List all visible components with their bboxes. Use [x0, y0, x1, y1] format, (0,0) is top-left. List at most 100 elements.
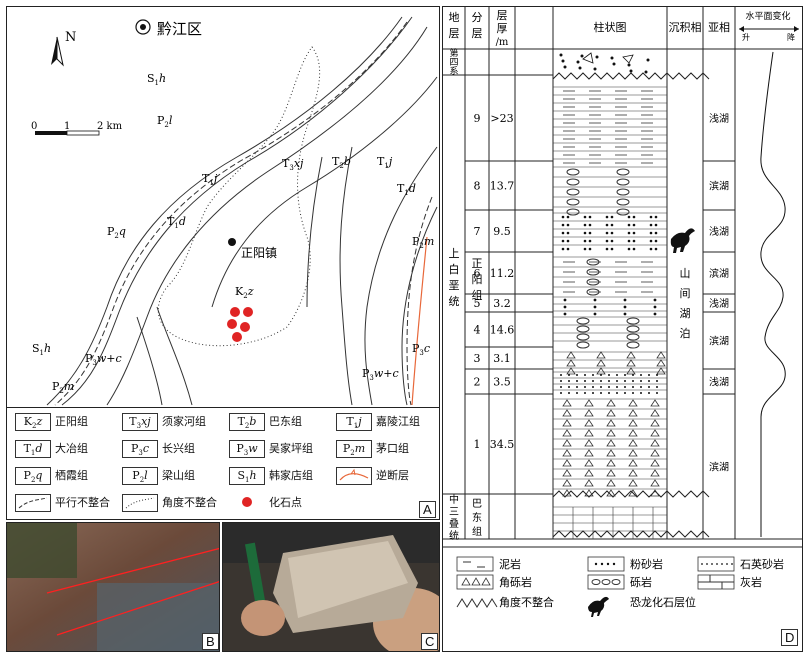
lithology-legend-item [697, 574, 735, 590]
legend-symbol [336, 467, 372, 485]
angular-unconformity-line [552, 530, 710, 538]
panel-label-a: A [419, 501, 436, 518]
gravel-dot [580, 54, 584, 58]
gravel-dot [559, 53, 563, 57]
gravel-dot [627, 63, 631, 67]
layer-thickness: >23 [490, 112, 513, 125]
gravel-dot [561, 59, 565, 63]
boundary-line [306, 156, 323, 308]
layer-thickness: 3.5 [493, 376, 511, 389]
gravel-dot [563, 65, 567, 69]
lithology-legend-label: 粉砂岩 [630, 557, 663, 571]
scale-label-0: 0 [31, 121, 37, 132]
middle-triassic-label: 中 [449, 493, 459, 506]
panel-b-photo: B [6, 522, 220, 652]
gravel-dot [646, 58, 650, 62]
subfacies-label: 浅湖 [709, 112, 729, 125]
map-formation-label: P2m [52, 380, 74, 395]
layer-thickness: 3.2 [493, 297, 511, 310]
badong-label: 巴 [472, 498, 482, 510]
map-formation-label: P2q [107, 225, 126, 240]
subfacies-label: 滨湖 [709, 461, 729, 474]
boundary-line [156, 306, 193, 406]
thrust-fault-line [411, 236, 428, 406]
layer-thickness: 3.1 [493, 352, 511, 365]
legend-label: 角度不整合 [162, 496, 217, 509]
middle-triassic-label: 叠 [449, 518, 459, 530]
arrow-left-icon [739, 26, 744, 32]
north-label: N [65, 30, 76, 45]
zhengyang-label: 组 [472, 288, 483, 302]
legend-label: 巴东组 [269, 415, 302, 428]
quaternary-label: 四 [449, 58, 458, 68]
header-subfacies: 亚相 [708, 21, 730, 34]
city-name: 黔江区 [157, 20, 202, 38]
legend-label: 吴家坪组 [269, 442, 313, 455]
lithology-legend-label: 砾岩 [630, 575, 652, 589]
legend-label: 正阳组 [55, 415, 88, 428]
legend-symbol: P3w [229, 440, 265, 458]
badong-label: 组 [472, 525, 482, 538]
legend-symbol: T2b [229, 413, 265, 431]
layer-thickness: 13.7 [490, 180, 515, 193]
header-facies: 沉积相 [669, 21, 702, 34]
lithology-legend-item [456, 598, 498, 608]
scale-bar-icon [35, 130, 100, 136]
lithology-legend-label: 石英砂岩 [740, 557, 784, 571]
legend-symbol [229, 494, 265, 512]
gravel-dot [578, 66, 582, 70]
subfacies-label: 浅湖 [709, 225, 729, 238]
header-column: 柱状图 [594, 20, 627, 34]
map-formation-label: P3w+c [362, 367, 399, 382]
boundary-line [106, 26, 428, 406]
legend-label: 平行不整合 [55, 496, 110, 509]
map-formation-label: P3c [412, 342, 430, 357]
gravel-dot [629, 69, 633, 73]
layer-thickness: 11.2 [490, 267, 515, 280]
layer-thickness: 34.5 [490, 438, 515, 451]
zhengyang-label: 阳 [472, 273, 483, 286]
legend-symbol [122, 494, 158, 512]
legend-label: 嘉陵江组 [376, 415, 420, 428]
legend-symbol: T1d [15, 440, 51, 458]
facies-label: 湖 [680, 307, 691, 320]
legend-symbol: P2q [15, 467, 51, 485]
arrow-right-icon [794, 26, 799, 32]
map-formation-label: T1d [397, 182, 416, 197]
boundary-line [339, 146, 353, 406]
map-formation-label: T3xj [282, 157, 304, 172]
subfacies-label: 浅湖 [709, 376, 729, 389]
fossil-points-icon [227, 307, 253, 342]
legend-label: 须家河组 [162, 415, 206, 428]
boundary-line [46, 16, 403, 406]
boundary-line [364, 146, 438, 406]
facies-label: 山 [680, 267, 691, 280]
map-formation-label: T1d [167, 215, 186, 230]
middle-triassic-label: 三 [449, 507, 459, 518]
subfacies-label: 滨湖 [709, 180, 729, 193]
upper-cretaceous-label: 上 [449, 247, 460, 260]
badong-label: 东 [472, 511, 482, 524]
subfacies-label: 滨湖 [709, 335, 729, 348]
map-formation-label: T2b [332, 155, 351, 170]
boundary-line [61, 16, 413, 406]
legend-symbol: T3xj [122, 413, 158, 431]
upper-cretaceous-label: 统 [449, 295, 460, 308]
outcrop-photo-image [7, 523, 219, 651]
parallel-unconformity-line [406, 196, 433, 406]
panel-c-photo: C [222, 522, 440, 652]
legend-symbol: T1j [336, 413, 372, 431]
lithology-legend-item [456, 574, 494, 590]
town-name: 正阳镇 [241, 246, 277, 260]
legend-label: 逆断层 [376, 469, 409, 482]
layer-number: 4 [474, 324, 481, 337]
boundary-line [401, 206, 438, 406]
fossil-bone-photo-image [223, 523, 439, 651]
legend-symbol: P2l [122, 467, 158, 485]
gravel-dot [576, 60, 580, 64]
upper-cretaceous-label: 白 [449, 262, 460, 276]
legend-label: 梁山组 [162, 469, 195, 482]
lithology-legend-item [697, 556, 735, 572]
